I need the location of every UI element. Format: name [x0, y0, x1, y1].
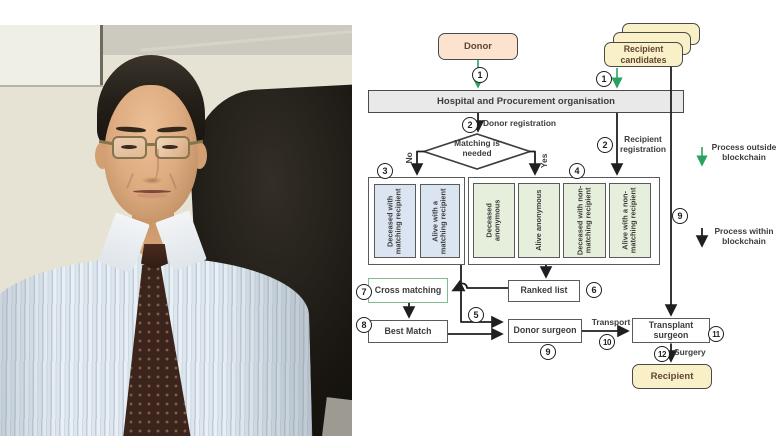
- nose: [146, 149, 159, 181]
- label-surgery: Surgery: [674, 347, 706, 357]
- step-circle-9-right: 9: [672, 208, 688, 224]
- step-circle-5: 5: [468, 307, 484, 323]
- glasses-bridge: [145, 143, 157, 146]
- node-transplant-surgeon: Transplant surgeon: [632, 318, 710, 343]
- connector-lines: [402, 60, 709, 363]
- node-cross-matching: Cross matching: [368, 278, 448, 303]
- step-circle-1-donor: 1: [472, 67, 488, 83]
- step-circle-7: 7: [356, 284, 372, 300]
- arrow-no-branch: [410, 150, 425, 176]
- label-donor-registration: Donor registration: [483, 118, 557, 128]
- step-circle-10: 10: [599, 334, 615, 350]
- wall-panel: [0, 25, 100, 87]
- step-circle-12: 12: [654, 346, 670, 362]
- eye-left: [121, 145, 137, 149]
- step-circle-4: 4: [569, 163, 585, 179]
- box-alive-matching-recipient: Alive with a matching recipient: [420, 184, 460, 258]
- step-circle-6: 6: [586, 282, 602, 298]
- legend-process-outside: Process outside blockchain: [711, 142, 777, 162]
- desk-corner: [321, 397, 352, 436]
- node-hospital-procurement: Hospital and Procurement organisation: [368, 90, 684, 113]
- box-alive-anonymous: Alive anonymous: [518, 183, 560, 258]
- step-circle-11: 11: [708, 326, 724, 342]
- decision-label: Matching is needed: [454, 138, 500, 158]
- box-deceased-matching-recipient: Deceased with matching recipient: [374, 184, 416, 258]
- decision-diamond: [421, 133, 533, 170]
- wall-frame-line: [100, 25, 103, 87]
- nose-shadow: [141, 177, 163, 184]
- arrow-yes-branch: [528, 150, 542, 176]
- node-recipient: Recipient: [632, 364, 712, 389]
- mouth: [133, 190, 171, 193]
- step-circle-2-recipient-reg: 2: [597, 137, 613, 153]
- node-ranked-list: Ranked list: [508, 280, 580, 302]
- portrait-photo: [0, 25, 352, 436]
- step-circle-9-donor-surgeon: 9: [540, 344, 556, 360]
- wall-frame-line: [0, 85, 103, 87]
- step-circle-8: 8: [356, 317, 372, 333]
- box-deceased-non-matching: Deceased with non-matching recipient: [563, 183, 606, 258]
- legend-process-within: Process within blockchain: [714, 226, 774, 246]
- step-circle-1-candidates: 1: [596, 71, 612, 87]
- label-recipient-registration: Recipient registration: [619, 134, 667, 154]
- box-alive-non-matching: Alive with a non-matching recipient: [609, 183, 651, 258]
- node-donor: Donor: [438, 33, 518, 60]
- step-circle-2-donor-reg: 2: [462, 117, 478, 133]
- lower-lip: [137, 193, 167, 198]
- box-deceased-anonymous: Deceased anonymous: [473, 183, 515, 258]
- transplant-blockchain-flowchart: Donor Recipient candidates Hospital and …: [352, 0, 779, 436]
- label-no: No: [404, 152, 415, 164]
- label-transport: Transport: [591, 317, 631, 327]
- tie-knot: [141, 244, 168, 269]
- arrow-ranked-to-cross: [451, 280, 508, 292]
- eye-right: [162, 145, 178, 149]
- node-donor-surgeon: Donor surgeon: [508, 319, 582, 343]
- step-circle-3: 3: [377, 163, 393, 179]
- node-recipient-candidates: Recipient candidates: [604, 42, 683, 67]
- label-yes: Yes: [539, 153, 550, 169]
